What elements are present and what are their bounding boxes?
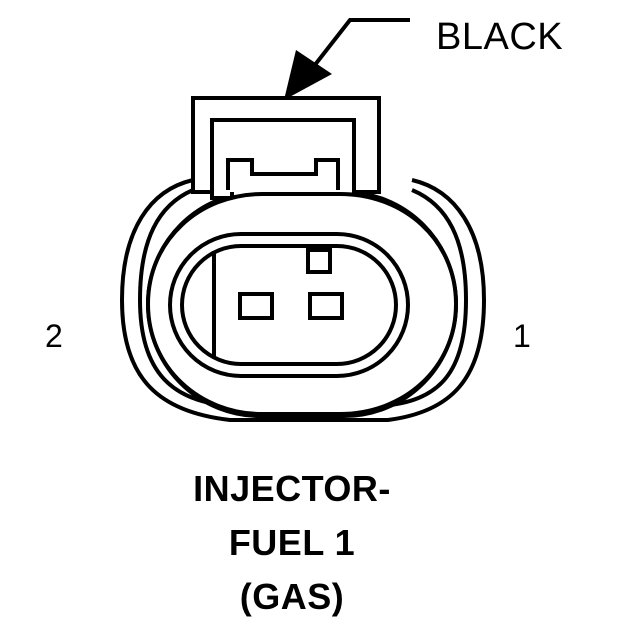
terminal-cavities-icon: [238, 292, 344, 320]
locking-tab-icon: [191, 96, 381, 200]
pin-number-right: 1: [513, 318, 531, 354]
connector-face-icon: [145, 192, 459, 416]
title-line-2: FUEL 1: [228, 522, 356, 563]
title-line-3: (GAS): [239, 576, 345, 617]
terminal-cavity-1: [308, 292, 344, 320]
connector-face-diagram: [119, 18, 487, 422]
pin-number-left: 2: [45, 318, 63, 354]
terminal-cavity-2: [238, 292, 274, 320]
title-line-1: INJECTOR-: [193, 468, 391, 509]
leader-arrow-icon: [284, 18, 410, 100]
wire-color-label: BLACK: [436, 16, 564, 58]
